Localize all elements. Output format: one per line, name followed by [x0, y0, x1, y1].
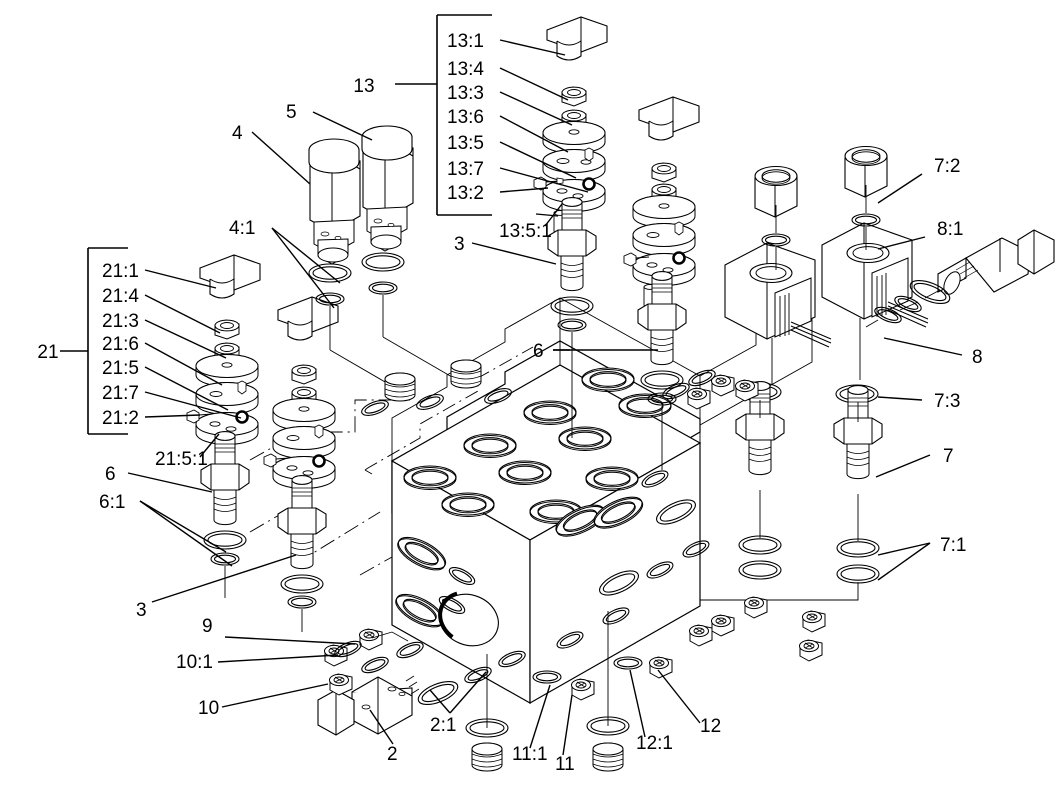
assembly-21-second	[263, 296, 339, 632]
manifold-front-ports	[390, 530, 499, 647]
label-13-5: 13:5	[447, 133, 484, 154]
part-2-cartridge-plug	[317, 675, 420, 736]
label-21-5-1: 21:5:1	[155, 449, 208, 470]
label-21-6: 21:6	[102, 334, 139, 355]
part-8-cartridge-valve	[865, 229, 1055, 328]
label-21-1: 21:1	[102, 261, 139, 282]
label-21-7: 21:7	[102, 383, 139, 404]
label-3-center: 3	[454, 234, 465, 255]
part-5-relief-valve	[361, 125, 414, 252]
label-21: 21	[37, 342, 58, 363]
label-7: 7	[943, 446, 954, 467]
label-13-2: 13:2	[447, 183, 484, 204]
part-13-6-cam-plate	[542, 121, 606, 154]
callout-labels: 13 13:1 13:4 13:3 13:6 13:5 13:7 13:2 13…	[37, 31, 982, 775]
solenoid-coil-left	[724, 165, 832, 580]
label-8: 8	[972, 347, 983, 368]
label-21-4: 21:4	[102, 286, 139, 307]
label-7-2: 7:2	[934, 156, 960, 177]
part-21-6-cam-plate	[195, 354, 259, 387]
port-plug-right	[592, 742, 624, 772]
group-13-bracket	[395, 14, 492, 216]
label-5: 5	[286, 102, 297, 123]
label-13-3: 13:3	[447, 83, 484, 104]
assembly-13	[533, 16, 608, 438]
part-21-7-setscrew	[186, 409, 213, 424]
label-10-1: 10:1	[176, 652, 213, 673]
part-4-relief-valve	[308, 138, 361, 265]
leader-lines	[127, 39, 963, 756]
label-11: 11	[555, 754, 575, 775]
label-9: 9	[202, 616, 213, 637]
label-4: 4	[232, 123, 243, 144]
label-13-6: 13:6	[447, 107, 484, 128]
label-7-1: 7:1	[940, 535, 966, 556]
label-4-1: 4:1	[229, 218, 255, 239]
label-13: 13	[353, 76, 374, 97]
label-12: 12	[700, 716, 721, 737]
label-12-1: 12:1	[636, 733, 673, 754]
label-10: 10	[198, 698, 219, 719]
label-21-5: 21:5	[102, 358, 139, 379]
port-plug-left	[471, 742, 503, 772]
label-21-2: 21:2	[102, 408, 139, 429]
label-3-left: 3	[136, 600, 147, 621]
assembly-21	[186, 254, 261, 598]
label-13-7: 13:7	[447, 159, 484, 180]
label-6-1: 6:1	[99, 492, 125, 513]
label-13-1: 13:1	[447, 31, 484, 52]
label-21-3: 21:3	[102, 311, 139, 332]
label-7-3: 7:3	[934, 391, 960, 412]
label-6-center: 6	[533, 341, 544, 362]
label-13-4: 13:4	[447, 59, 484, 80]
label-11-1: 11:1	[512, 744, 548, 765]
assembly-13-second	[623, 96, 700, 470]
label-2-1: 2:1	[430, 715, 456, 736]
label-8-1: 8:1	[937, 219, 963, 240]
label-6-left: 6	[105, 464, 116, 485]
label-13-5-1: 13:5:1	[499, 221, 552, 242]
label-2: 2	[387, 744, 398, 765]
group-21-bracket	[60, 247, 128, 435]
